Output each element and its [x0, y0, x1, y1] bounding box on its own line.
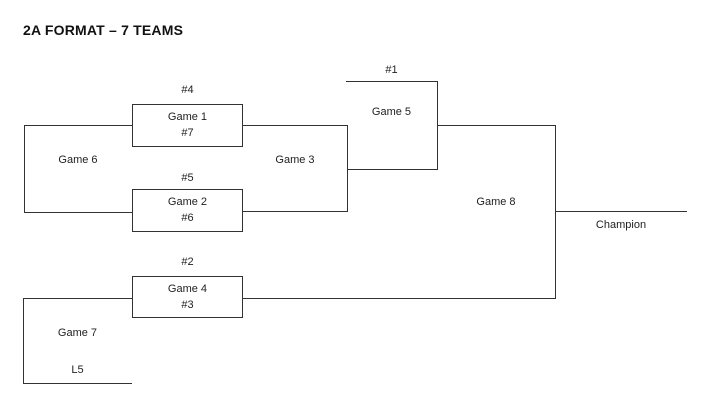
game3-bracket-vertical-line [347, 125, 349, 212]
seed1-line [346, 81, 437, 83]
game1-bottom-seed: #7 [181, 127, 194, 139]
game8-label: Game 8 [476, 196, 516, 208]
game3-label: Game 3 [275, 154, 315, 166]
game7-label: Game 7 [57, 327, 98, 339]
game2-winner-line [243, 211, 347, 213]
game5-top-seed: #1 [385, 64, 398, 76]
game2-top-seed: #5 [181, 172, 194, 184]
game1-winner-line [243, 125, 347, 127]
game2-label: Game 2 [167, 196, 208, 208]
game3-winner-line [347, 169, 437, 171]
game4-winner-line [243, 298, 555, 300]
game7-bracket-vertical-line [23, 298, 25, 384]
game6-bottom-line [24, 212, 132, 214]
game2-bottom-seed: #6 [181, 212, 194, 224]
page-title: 2A FORMAT – 7 TEAMS [23, 22, 184, 38]
champion-label: Champion [595, 219, 647, 231]
game5-winner-line [437, 125, 555, 127]
game4-bottom-seed: #3 [181, 298, 194, 311]
game1-label: Game 1 [167, 111, 208, 123]
game4-box: Game 4 #3 [132, 276, 243, 318]
game5-label: Game 5 [371, 106, 412, 118]
champion-line [555, 211, 687, 213]
game4-top-seed: #2 [181, 256, 194, 268]
game6-bracket-vertical-line [24, 125, 26, 213]
game2-box: Game 2 #6 [132, 189, 243, 232]
game1-box: Game 1 #7 [132, 104, 243, 147]
game4-label: Game 4 [167, 282, 208, 295]
game6-label: Game 6 [58, 154, 98, 166]
game7-bottom-seed: L5 [71, 364, 84, 376]
game6-top-line [24, 125, 132, 127]
game7-bottom-line [23, 383, 132, 385]
game7-top-line [23, 298, 132, 300]
game1-top-seed: #4 [181, 84, 194, 96]
